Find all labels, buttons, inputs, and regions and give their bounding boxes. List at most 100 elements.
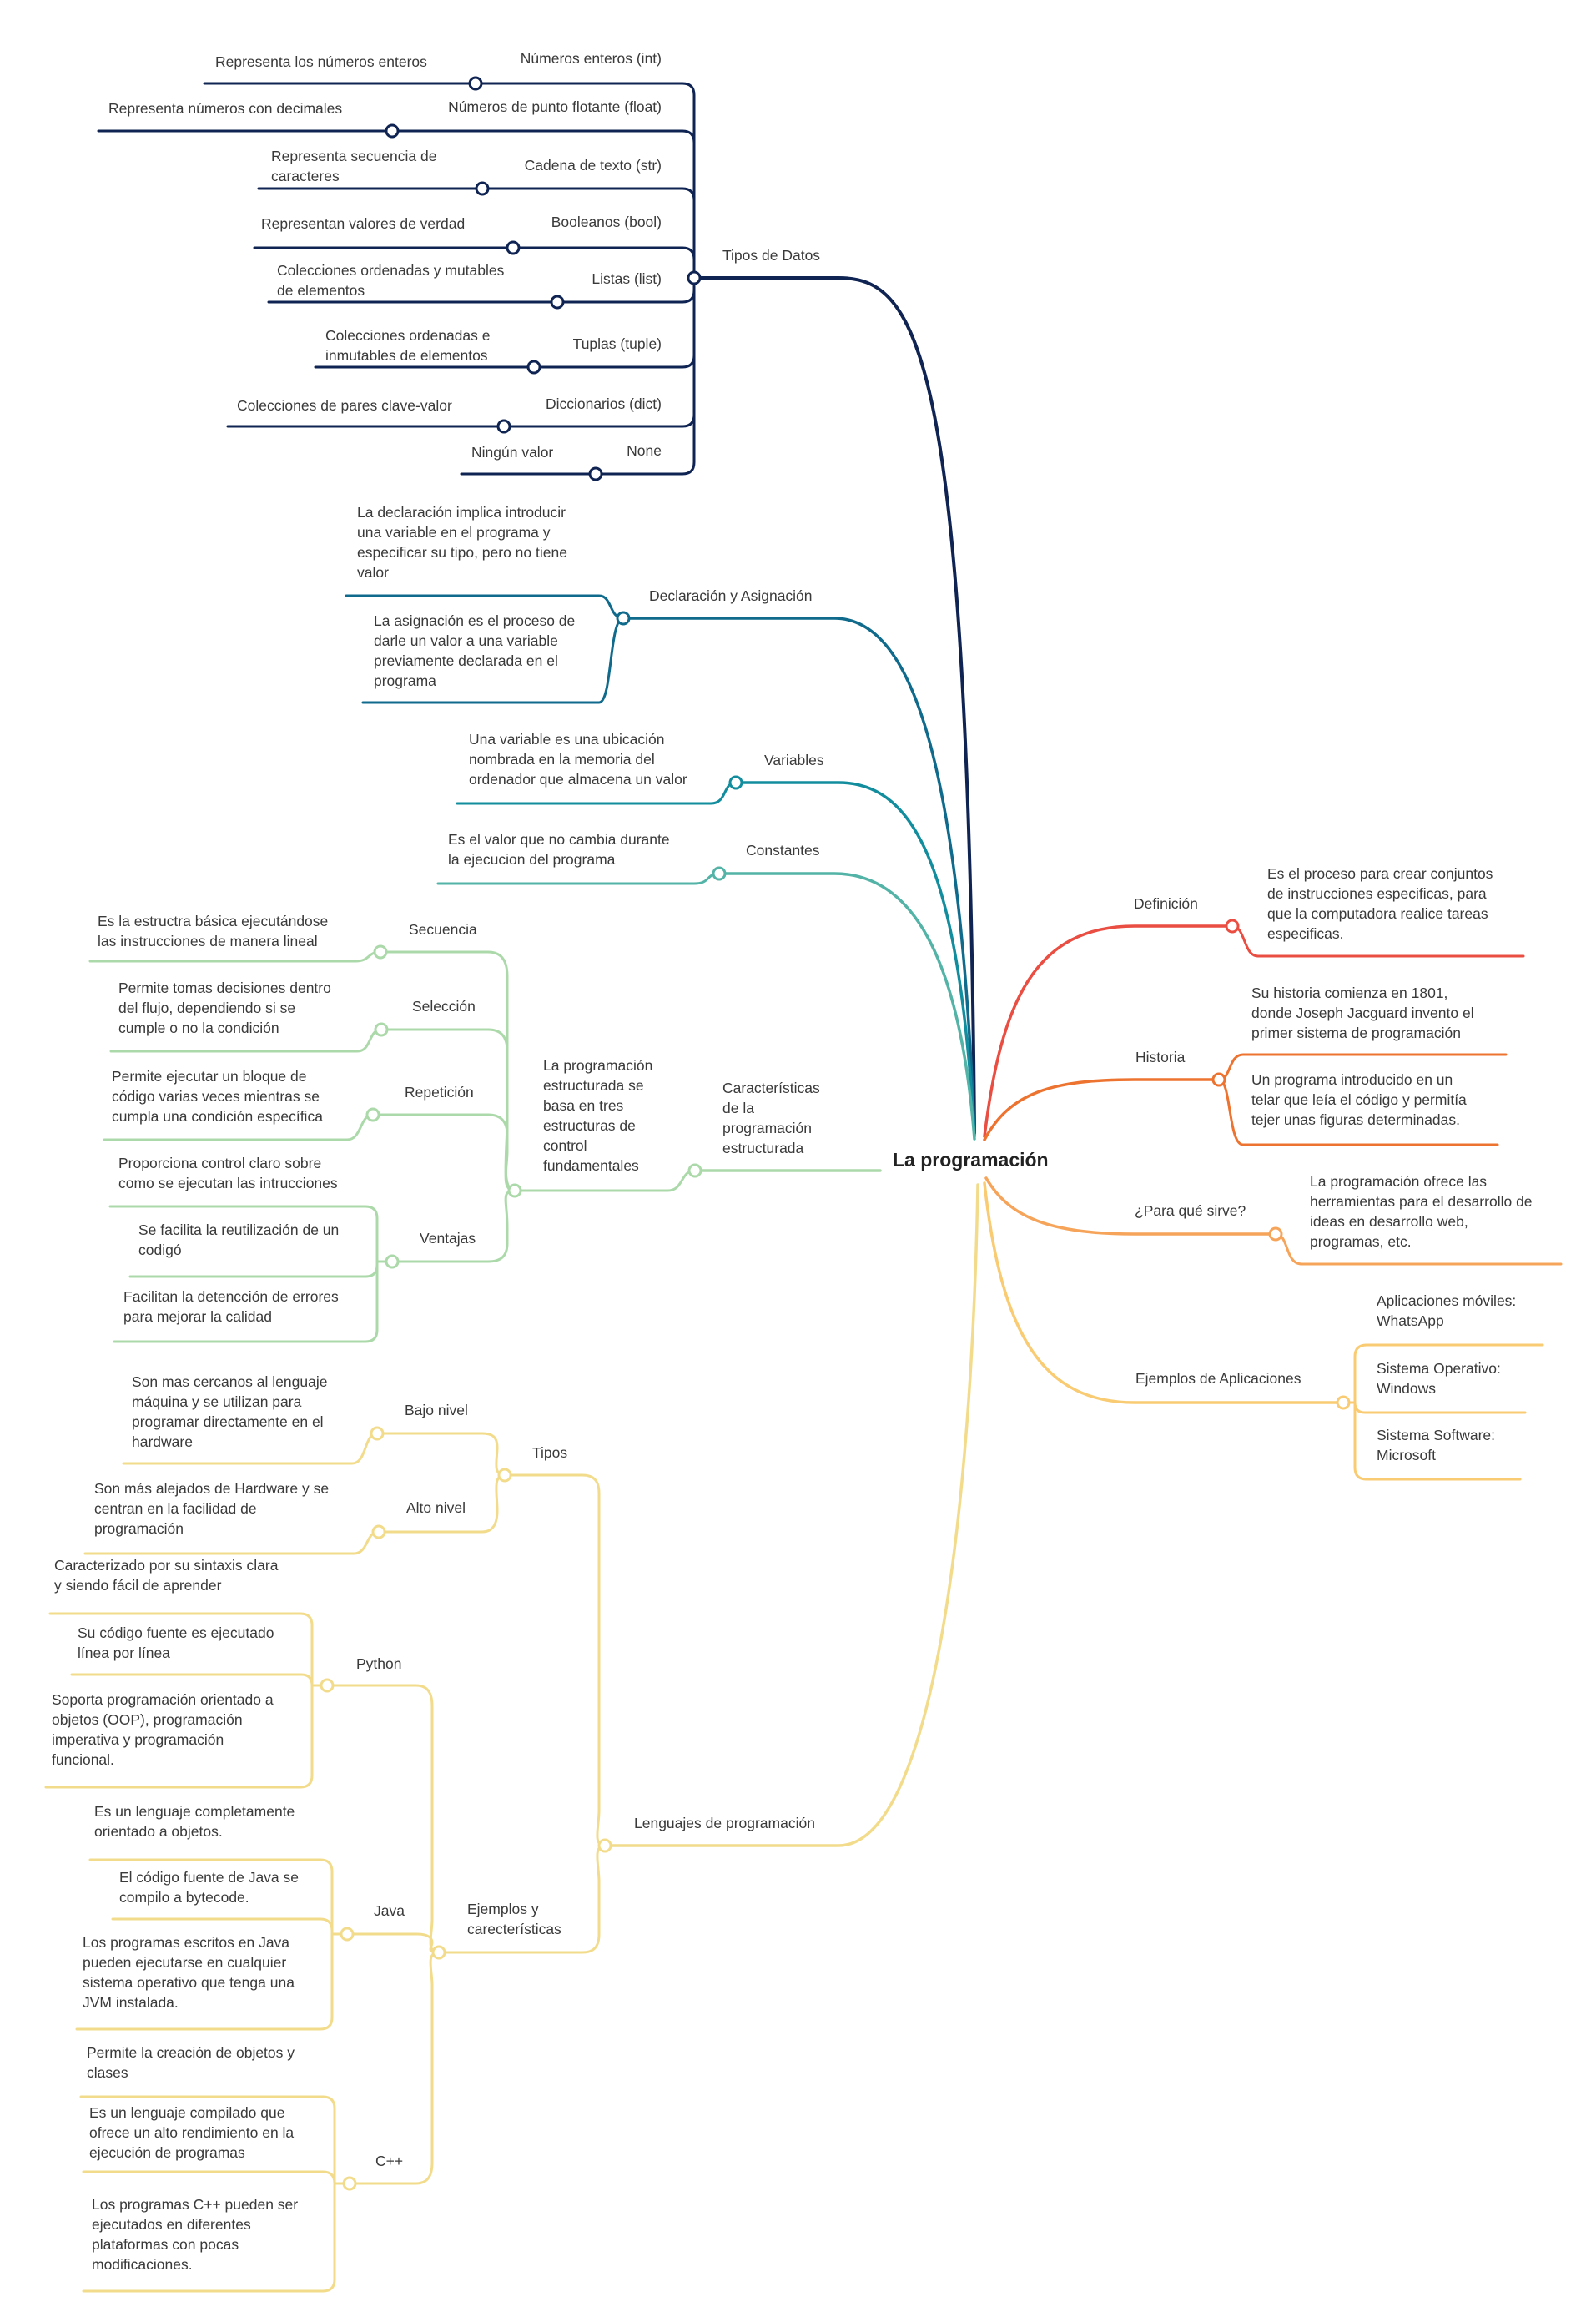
dot-ventajas[interactable] <box>385 1254 400 1269</box>
dot-cpp[interactable] <box>342 2176 357 2191</box>
edge-constantes-desc <box>436 872 721 885</box>
dot-td-item-6[interactable] <box>496 419 511 434</box>
node-td-item-5: Tuplas (tuple) <box>573 335 662 352</box>
edge-car-ventajas <box>390 1189 516 1263</box>
edge-ventaja-2 <box>113 1260 379 1343</box>
node-variables: Variables <box>764 752 824 768</box>
dot-alto-nivel[interactable] <box>371 1524 386 1539</box>
dot-td-item-0[interactable] <box>468 76 483 91</box>
node-tipos-datos: Tipos de Datos <box>722 247 820 264</box>
node-secuencia: Secuencia <box>409 921 477 938</box>
edge-python-item-1 <box>70 1673 314 1687</box>
dot-td-item-1[interactable] <box>385 123 400 139</box>
edge-historia <box>983 1078 1221 1141</box>
node-definicion: Definición <box>1134 895 1198 912</box>
edge-td-item-2 <box>257 187 696 280</box>
root-title: La programación <box>893 1149 1049 1171</box>
dot-constantes[interactable] <box>712 866 727 881</box>
dot-seleccion[interactable] <box>374 1022 389 1037</box>
dot-python[interactable] <box>320 1678 335 1693</box>
dot-tipos-datos[interactable] <box>687 270 702 285</box>
dot-java[interactable] <box>340 1927 355 1942</box>
dot-secuencia[interactable] <box>373 944 388 960</box>
dot-declaracion[interactable] <box>616 611 631 626</box>
edge-tipos-datos <box>692 276 976 1135</box>
dot-td-item-5[interactable] <box>526 360 541 375</box>
edge-cpp-item-1 <box>82 2170 336 2185</box>
dot-car-mid[interactable] <box>507 1183 522 1198</box>
node-python: Python <box>356 1655 401 1672</box>
dot-td-item-2[interactable] <box>475 181 490 196</box>
node-bajo-nivel: Bajo nivel <box>405 1402 468 1418</box>
connectors <box>44 82 1544 2293</box>
dot-para-que[interactable] <box>1268 1226 1283 1242</box>
node-repeticion: Repetición <box>405 1084 474 1101</box>
dot-ejemplos[interactable] <box>431 1945 446 1960</box>
node-td-item-4: Listas (list) <box>592 270 662 287</box>
edge-python-item-0 <box>48 1612 314 1687</box>
edge-td-item-7 <box>460 276 696 476</box>
dot-td-item-3[interactable] <box>506 240 521 255</box>
dot-td-item-7[interactable] <box>588 466 603 481</box>
desc-td-item-3: Representan valores de verdad <box>261 215 465 232</box>
edge-td-item-3 <box>253 246 696 280</box>
node-alto-nivel: Alto nivel <box>406 1499 466 1516</box>
node-cpp: C++ <box>375 2153 403 2169</box>
node-constantes: Constantes <box>746 842 820 859</box>
node-seleccion: Selección <box>412 998 476 1015</box>
edge-definicion <box>983 924 1234 1138</box>
edge-app-item-1 <box>1353 1401 1527 1414</box>
dot-historia[interactable] <box>1211 1072 1226 1087</box>
edge-cpp-item-2 <box>82 2182 336 2293</box>
node-ventajas: Ventajas <box>420 1230 476 1247</box>
edge-alto <box>377 1473 506 1534</box>
dot-ejemplos-app[interactable] <box>1336 1395 1351 1410</box>
edge-lenguajes <box>603 1183 979 1847</box>
node-tipos: Tipos <box>532 1444 567 1461</box>
edge-car-secuencia <box>379 950 516 1192</box>
dot-variables[interactable] <box>728 775 743 790</box>
dot-caracteristicas[interactable] <box>687 1163 702 1178</box>
node-td-item-3: Booleanos (bool) <box>551 214 662 230</box>
edge-java-item-1 <box>111 1917 334 1936</box>
edge-python-item-2 <box>44 1684 314 1789</box>
desc-app-item-0: Aplicaciones móviles:WhatsApp <box>1377 1292 1516 1329</box>
edge-car-repeticion <box>371 1113 516 1192</box>
node-td-item-0: Números enteros (int) <box>521 50 662 67</box>
dot-bajo-nivel[interactable] <box>370 1426 385 1441</box>
edge-java-item-0 <box>88 1858 334 1936</box>
edge-constantes <box>717 872 976 1141</box>
dot-repeticion[interactable] <box>365 1107 380 1122</box>
edge-ventaja-1 <box>128 1260 379 1278</box>
node-declaracion: Declaración y Asignación <box>649 587 813 604</box>
dot-tipos[interactable] <box>497 1468 512 1483</box>
desc-td-item-6: Colecciones de pares clave-valor <box>237 397 452 414</box>
desc-td-item-7: Ningún valor <box>471 444 553 461</box>
dot-td-item-4[interactable] <box>550 295 565 310</box>
desc-historia-1: Su historia comienza en 1801,donde Josep… <box>1251 985 1474 1041</box>
node-ejemplos-app: Ejemplos de Aplicaciones <box>1135 1370 1301 1387</box>
dot-lenguajes[interactable] <box>597 1838 612 1853</box>
dot-definicion[interactable] <box>1225 919 1240 934</box>
edge-cpp-item-0 <box>79 2095 336 2185</box>
edge-app-item-2 <box>1353 1401 1522 1481</box>
edge-declaracion <box>622 617 976 1136</box>
